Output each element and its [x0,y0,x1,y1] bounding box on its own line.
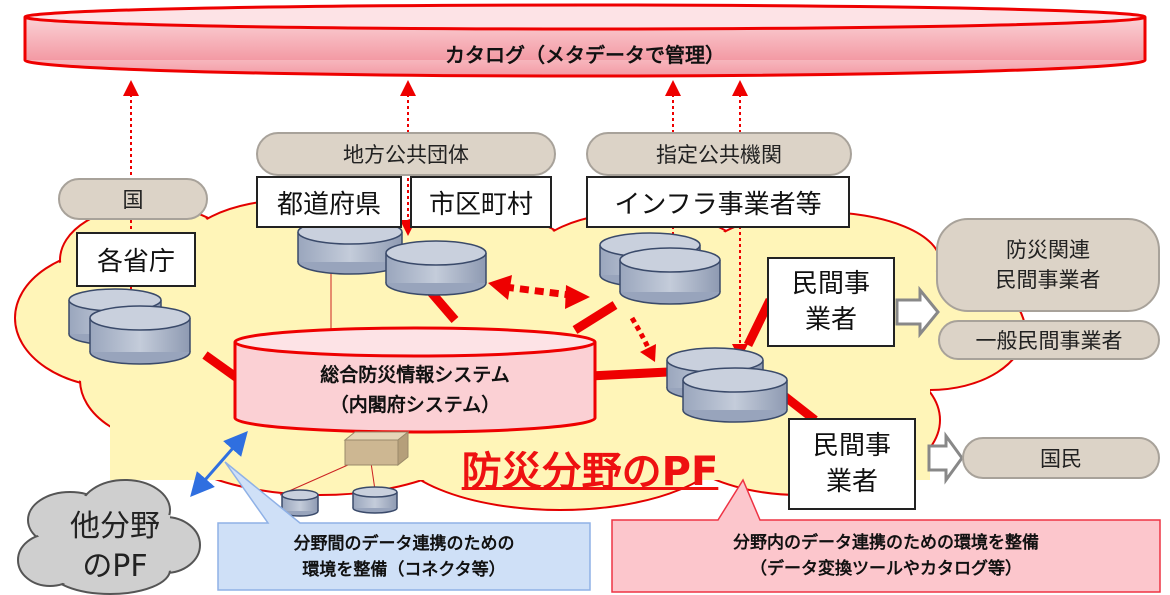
database-cylinders [68,219,788,517]
central-system-label: 総合防災情報システム （内閣府システム） [240,360,590,420]
blue-note: 分野間のデータ連携のための 環境を整備（コネクタ等） [222,527,586,587]
blue-callout-shape [217,461,591,591]
group-bosai-minkan: 防災関連 民間事業者 [936,218,1160,312]
pink-note-line1: 分野内のデータ連携のための環境を整備 [733,533,1039,553]
cyl-minkan-front [682,367,788,423]
box-shikuchoson: 市区町村 [410,176,552,228]
central-system-line1: 総合防災情報システム [320,364,510,386]
connector-box [343,430,410,467]
box-minkan-2: 民間事 業者 [788,418,916,510]
catalog-band [23,3,1147,78]
blue-note-line2: 環境を整備（コネクタ等） [302,560,506,580]
other-pf-line1: 他分野 [70,509,160,544]
box-infra: インフラ事業者等 [586,176,850,228]
group-chiho: 地方公共団体 [256,132,556,176]
group-kokumin: 国民 [962,437,1160,479]
pf-title: 防災分野のPF [461,449,719,495]
cyl-kakushocho-front [89,305,191,365]
group-bosai-minkan-line1: 防災関連 [1006,238,1090,262]
group-bosai-minkan-line2: 民間事業者 [995,268,1101,292]
cross-field-arrow [190,430,248,498]
central-system-cylinder [233,326,597,434]
box-kakushocho: 各省庁 [76,232,196,287]
outline-arrows [895,285,964,485]
peer-arrows [488,275,656,362]
box-todofuken: 都道府県 [256,176,402,228]
cyl-infra-front [619,247,721,305]
central-system-line2: （内閣府システム） [329,394,501,416]
box-minkan-1: 民間事 業者 [767,257,895,347]
blue-note-line1: 分野間のデータ連携のための [293,534,515,554]
cyl-small-2 [352,486,398,514]
pink-note: 分野内のデータ連携のための環境を整備 （データ変換ツールやカタログ等） [616,524,1156,588]
box-minkan-2-line2: 業者 [825,467,878,497]
catalog-label: カタログ（メタデータで管理） [445,42,725,67]
group-kuni: 国 [58,178,208,220]
pink-note-line2: （データ変換ツールやカタログ等） [750,559,1022,579]
other-pf-label: 他分野 のPF [40,503,190,591]
pink-callout-shape [611,478,1161,593]
cyl-shikuchoson [385,240,487,296]
box-minkan-1-line2: 業者 [804,305,857,335]
group-ippan-minkan: 一般民間事業者 [938,320,1160,360]
group-shitei: 指定公共機関 [586,132,852,176]
box-minkan-2-line1: 民間事 [812,431,891,461]
other-pf-line2: のPF [82,549,148,584]
box-minkan-1-line1: 民間事 [791,269,870,299]
